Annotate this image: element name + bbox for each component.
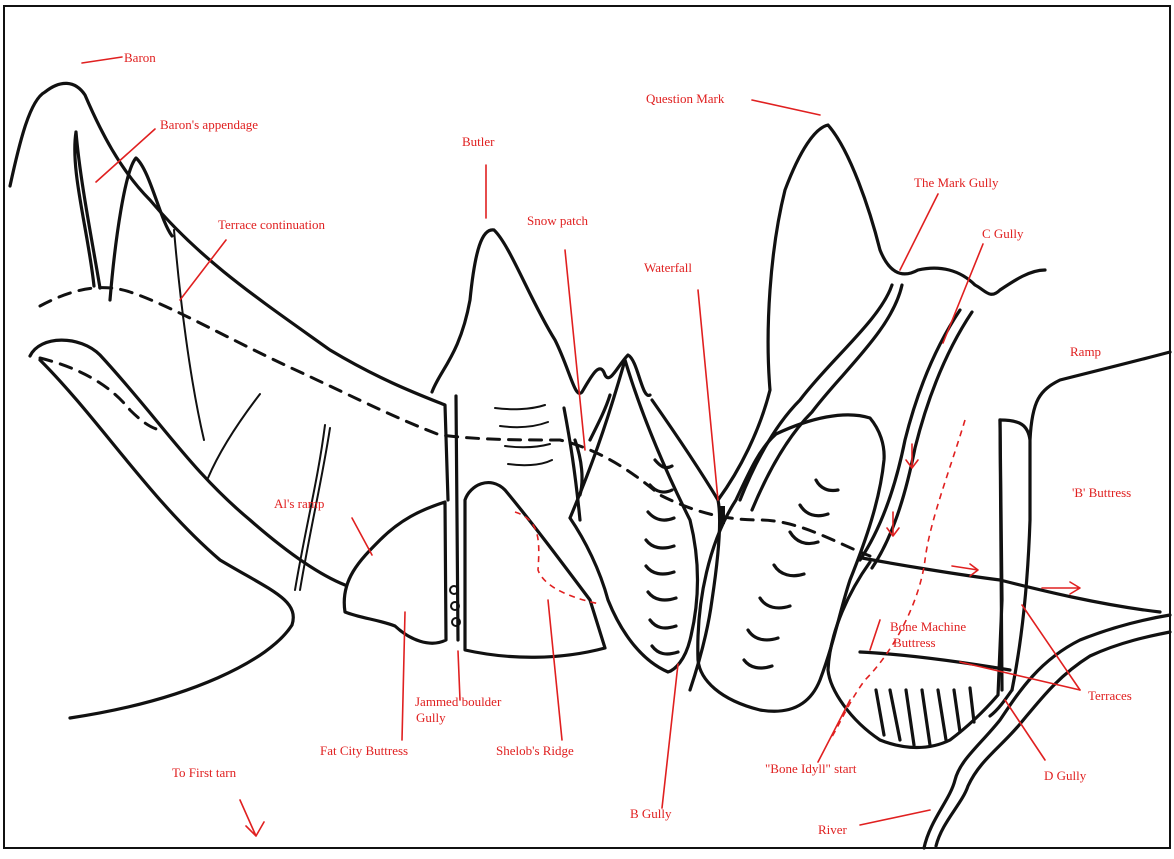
butler-snow-lines (495, 405, 552, 465)
label-b-buttress: 'B' Buttress (1072, 485, 1131, 500)
label-question-mark: Question Mark (646, 91, 725, 106)
leader-jammed-gully (458, 651, 460, 700)
baron-appendage-outline (75, 132, 100, 288)
baron-base-outline (40, 360, 293, 718)
bone-machine-buttress-outline (828, 420, 1002, 748)
label-terraces: Terraces (1088, 688, 1132, 703)
frame-border (4, 6, 1170, 848)
baron-second-pinnacle (110, 158, 172, 300)
crag-outlines (10, 83, 1170, 848)
bone-idyll-leader (818, 700, 850, 762)
leader-als-ramp (352, 518, 372, 555)
label-fat-city-buttress: Fat City Buttress (320, 743, 408, 758)
mark-gully (740, 285, 902, 510)
lower-terrace-line (860, 652, 1010, 670)
leader-river (860, 810, 930, 825)
label-shelobs-ridge: Shelob's Ridge (496, 743, 574, 758)
leader-d-gully (1005, 700, 1045, 760)
label-snow-patch: Snow patch (527, 213, 589, 228)
leader-snow-patch (565, 250, 585, 450)
label-d-gully: D Gully (1044, 768, 1087, 783)
label-the-mark-gully: The Mark Gully (914, 175, 999, 190)
upper-terrace-line (862, 558, 1160, 612)
label-terrace-continuation: Terrace continuation (218, 217, 326, 232)
lower-dashed-line (40, 358, 160, 430)
shelobs-ridge-outline (465, 483, 605, 658)
leader-shelobs-ridge (548, 600, 562, 740)
leader-terrace-continuation (180, 240, 226, 300)
waterfall-buttress-outline (698, 415, 884, 711)
label-bone-machine-line2: Buttress (893, 635, 936, 650)
label-bone-machine-line1: Bone Machine (890, 619, 966, 634)
label-jammed-boulder-line1: Jammed boulder (415, 694, 502, 709)
label-als-ramp: Al's ramp (274, 496, 324, 511)
label-river: River (818, 822, 848, 837)
lower-left-slope (30, 340, 345, 585)
face-crack-1 (174, 230, 204, 440)
label-butler: Butler (462, 134, 495, 149)
label-to-first-tarn: To First tarn (172, 765, 237, 780)
leader-mark-gully (900, 194, 938, 270)
face-crack-2 (208, 394, 260, 478)
waterfall-buttress-arcs (744, 480, 838, 668)
c-gully (860, 310, 972, 568)
leader-b-gully (662, 664, 678, 808)
label-barons-appendage: Baron's appendage (160, 117, 258, 132)
central-spur-outline (570, 360, 698, 672)
annotation-labels: Baron Baron's appendage Terrace continua… (124, 50, 1132, 837)
leader-waterfall (698, 290, 718, 500)
label-waterfall: Waterfall (644, 260, 692, 275)
waterfall-gully (652, 400, 720, 690)
label-jammed-boulder-line2: Gully (416, 710, 446, 725)
label-ramp: Ramp (1070, 344, 1101, 359)
label-bone-idyll-start: "Bone Idyll" start (765, 761, 857, 776)
butler-outline (432, 230, 650, 396)
leader-bone-machine (870, 620, 880, 650)
leader-baron (82, 57, 122, 63)
arrow-first-tarn (240, 800, 264, 836)
label-baron: Baron (124, 50, 156, 65)
snow-patch-gully (564, 395, 610, 520)
label-c-gully: C Gully (982, 226, 1024, 241)
leader-question-mark (752, 100, 820, 115)
fat-city-buttress-outline (344, 502, 446, 643)
bone-machine-hatching (876, 688, 974, 745)
label-b-gully: B Gully (630, 806, 672, 821)
